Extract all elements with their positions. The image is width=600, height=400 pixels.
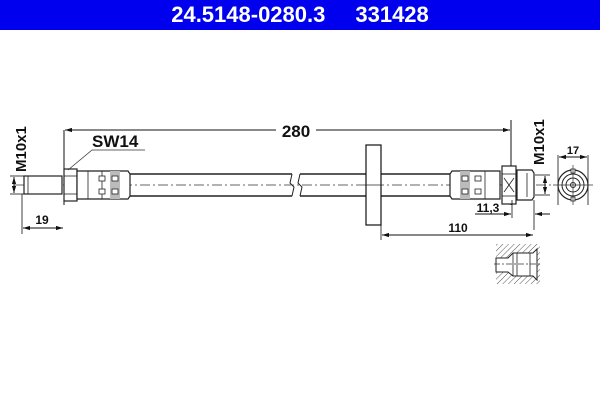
end-view: 17 <box>553 145 593 205</box>
right-thread-label: M10x1 <box>531 119 548 165</box>
right-fitting <box>449 165 535 205</box>
dimension-overall-length: 280 <box>63 120 512 205</box>
left-thread-label: M10x1 <box>13 126 30 172</box>
port-section-detail <box>494 244 542 284</box>
right-offset-label: 11,3 <box>477 201 500 215</box>
overall-length-label: 280 <box>282 122 310 141</box>
article-number: 331428 <box>355 2 429 27</box>
part-number: 24.5148-0280.3 <box>171 2 326 27</box>
dimension-right-thread: M10x1 <box>531 119 550 196</box>
bracket-distance-label: 110 <box>448 221 468 235</box>
hex-width-label: 17 <box>567 145 579 157</box>
title-bar: 24.5148-0280.3 331428 <box>0 0 600 30</box>
wrench-size-label: SW14 <box>92 132 139 151</box>
dimension-bracket-distance: 110 <box>380 221 533 240</box>
dimension-right-offset: 11,3 <box>475 200 550 230</box>
left-thread-length-label: 19 <box>35 213 49 227</box>
wrench-size-callout: SW14 <box>67 132 145 171</box>
dimension-left-thread: M10x1 <box>10 126 30 195</box>
left-fitting <box>23 168 131 202</box>
dimension-left-thread-length: 19 <box>21 194 63 234</box>
